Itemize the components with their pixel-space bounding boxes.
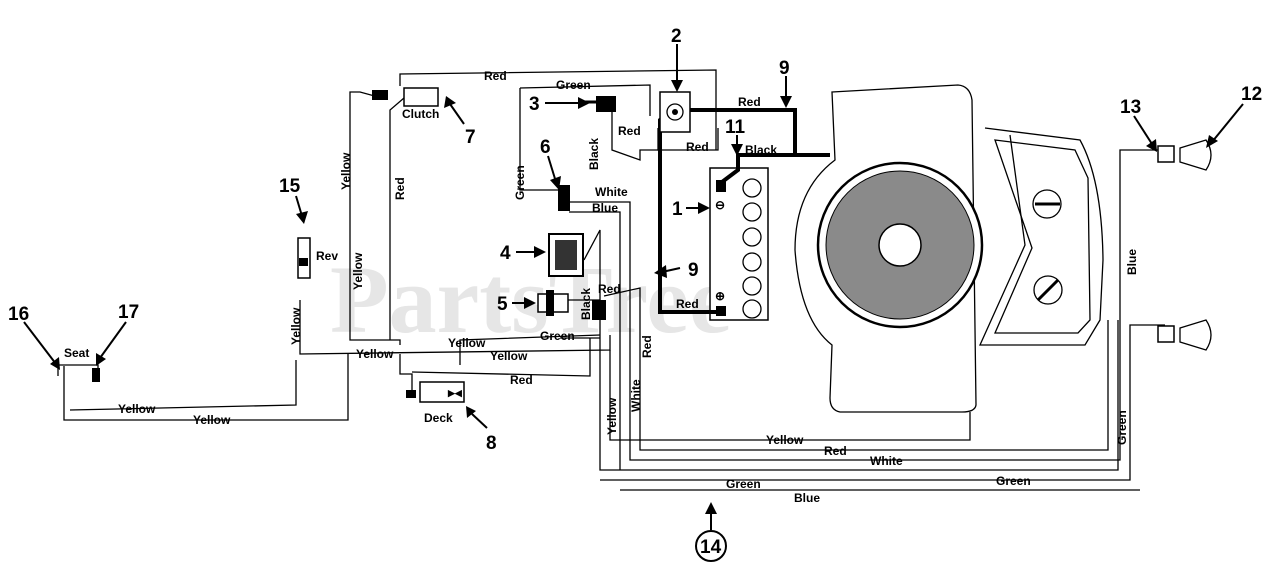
battery: ⊖ ⊕ xyxy=(709,167,769,321)
headlight-lower xyxy=(1157,319,1212,351)
wire-label: Red xyxy=(686,140,709,154)
wire-label: Green xyxy=(556,78,591,92)
seat-switch: Seat xyxy=(57,346,100,382)
wire-label: Red xyxy=(738,95,761,109)
callout-numbers: 1 2 3 4 5 6 7 8 9 9 11 12 13 15 16 17 14 xyxy=(8,26,1262,562)
clutch-label: Clutch xyxy=(402,107,439,121)
wire-label: Green xyxy=(1115,410,1129,445)
battery-positive-symbol: ⊕ xyxy=(715,289,725,303)
callout-4: 4 xyxy=(500,243,511,264)
callout-7: 7 xyxy=(465,127,476,148)
callout-9-mid: 9 xyxy=(688,260,699,281)
wire-label: Yellow xyxy=(193,413,231,427)
wire-label: White xyxy=(629,379,643,412)
callout-16: 16 xyxy=(8,304,29,325)
wire-label: Yellow xyxy=(289,307,303,345)
wire-label: Black xyxy=(745,143,777,157)
clutch-switch: Clutch xyxy=(372,87,439,121)
wire-label: Yellow xyxy=(448,336,486,350)
seat-label: Seat xyxy=(64,346,89,360)
wire-label: Yellow xyxy=(490,349,528,363)
callout-17: 17 xyxy=(118,302,139,323)
wire-label: Red xyxy=(510,373,533,387)
engine xyxy=(794,84,1104,413)
wire-label: Blue xyxy=(1125,249,1139,275)
ammeter xyxy=(548,233,584,277)
wire-label: Green xyxy=(726,477,761,491)
wire-label: Blue xyxy=(592,201,618,215)
deck-label: Deck xyxy=(424,411,453,425)
watermark: PartsTree xyxy=(330,246,732,353)
callout-6: 6 xyxy=(540,137,551,158)
wire-label: Black xyxy=(579,288,593,320)
rev-label: Rev xyxy=(316,249,338,263)
wire-label: Yellow xyxy=(766,433,804,447)
wire-label: Yellow xyxy=(356,347,394,361)
wire-label: Red xyxy=(640,335,654,358)
callout-3: 3 xyxy=(529,94,540,115)
headlight-upper xyxy=(1157,139,1212,171)
wire-label: Black xyxy=(587,138,601,170)
connector xyxy=(592,300,606,320)
wire-label: White xyxy=(870,454,903,468)
deck-contacts-icon: ▶◀ xyxy=(447,388,463,398)
callout-11: 11 xyxy=(725,117,746,138)
deck-switch: ▶◀ Deck xyxy=(406,381,465,425)
wire-label: Red xyxy=(393,177,407,200)
light-switch xyxy=(558,185,570,211)
callout-2: 2 xyxy=(671,26,682,47)
fuse-holder xyxy=(537,290,569,316)
callout-14: 14 xyxy=(700,537,722,558)
wire-label: Red xyxy=(484,69,507,83)
wire-label: Red xyxy=(676,297,699,311)
callout-14-circle xyxy=(695,530,727,562)
solenoid xyxy=(659,91,691,133)
wire-label: Green xyxy=(996,474,1031,488)
reverse-switch: Rev xyxy=(297,237,338,279)
wiring xyxy=(63,69,1165,491)
wire-label: Green xyxy=(513,165,527,200)
wire-label: Blue xyxy=(794,491,820,505)
wire-label: White xyxy=(595,185,628,199)
black-battery-cable xyxy=(720,153,830,184)
callout-15: 15 xyxy=(279,176,301,197)
callout-5: 5 xyxy=(497,294,508,315)
wire-label: Yellow xyxy=(605,397,619,435)
wire-label: Red xyxy=(618,124,641,138)
wire-label: Yellow xyxy=(339,152,353,190)
callout-1: 1 xyxy=(672,199,683,220)
wire-label: Yellow xyxy=(118,402,156,416)
wire-labels: Red Green Red Red Black Red Black Green … xyxy=(118,69,1139,505)
wire-label: Red xyxy=(824,444,847,458)
wire-label: Green xyxy=(540,329,575,343)
wire-label: Yellow xyxy=(351,252,365,290)
callout-13: 13 xyxy=(1120,97,1141,118)
wire-label: Red xyxy=(598,282,621,296)
battery-negative-symbol: ⊖ xyxy=(715,198,725,212)
callout-8: 8 xyxy=(486,433,497,454)
callout-9-top: 9 xyxy=(779,58,790,79)
callout-12: 12 xyxy=(1241,84,1262,105)
callout-arrows xyxy=(23,44,1244,530)
